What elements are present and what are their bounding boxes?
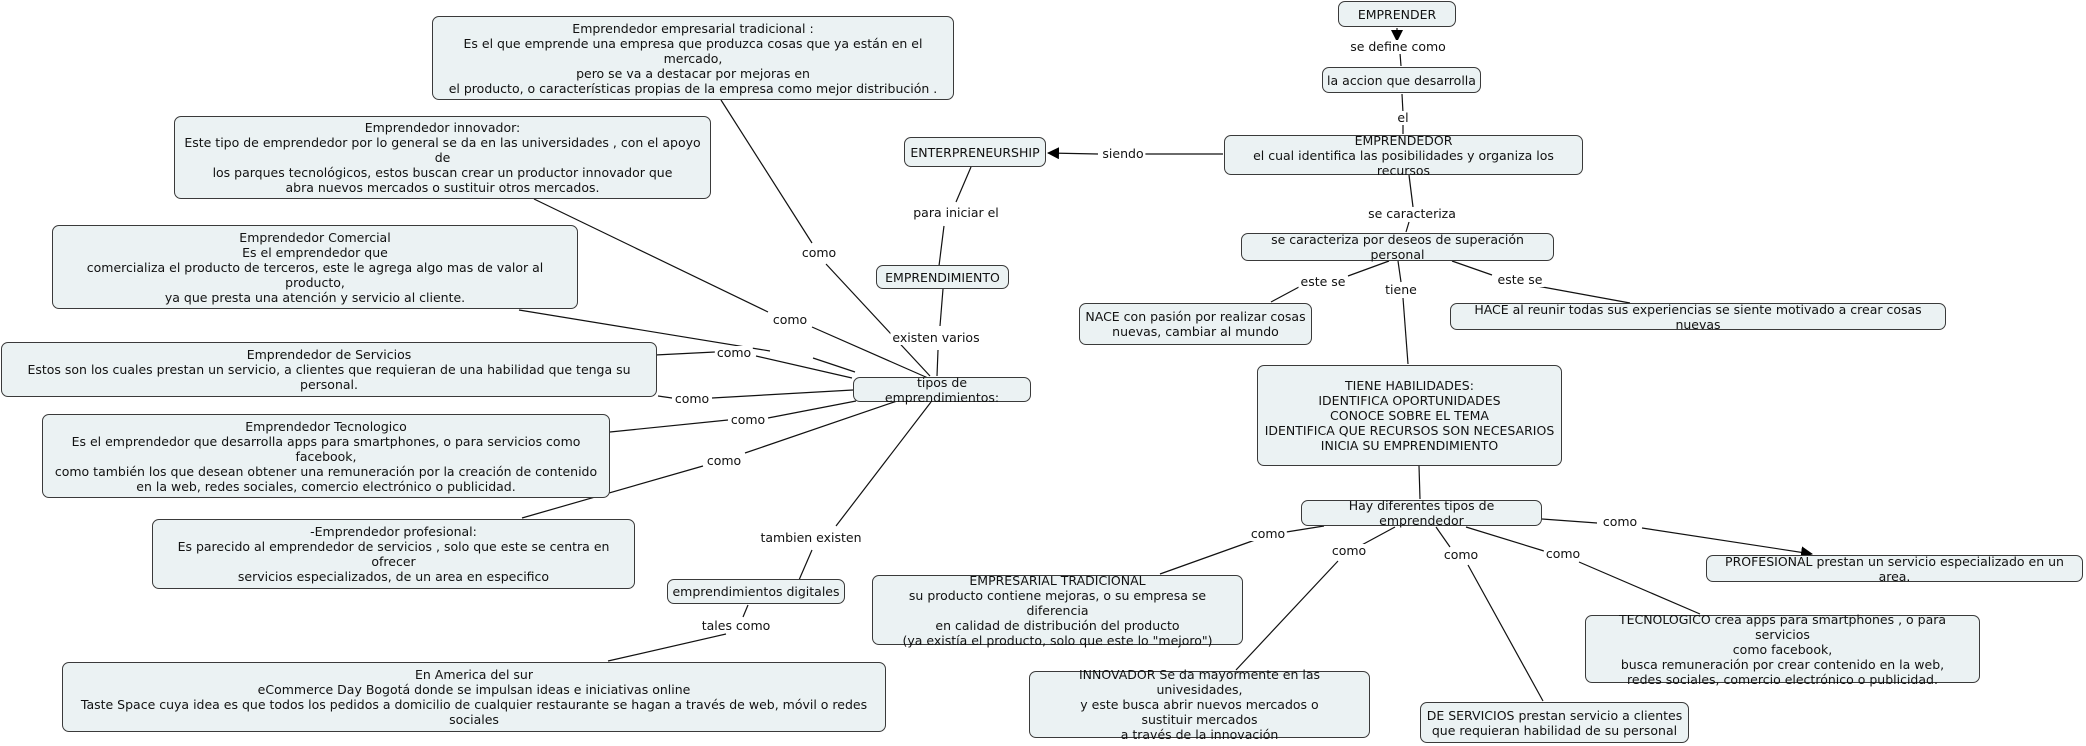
node-innovador[interactable]: INNOVADOR Se da mayormente en las unives… [1029, 667, 1370, 742]
link-label-este-se-nace: este se [1298, 274, 1348, 289]
link-label-tales-como: tales como [699, 618, 773, 633]
link-label-como-5: como [728, 412, 768, 427]
link-label-el: el [1395, 110, 1411, 125]
link-label-como-6: como [704, 453, 744, 468]
link-label-tambien-existen: tambien existen [758, 530, 864, 545]
node-emprendedor-empresarial-tradicional[interactable]: Emprendedor empresarial tradicional : Es… [432, 16, 954, 100]
node-tiene-habilidades[interactable]: TIENE HABILIDADES: IDENTIFICA OPORTUNIDA… [1257, 365, 1562, 466]
node-emprendimientos-digitales[interactable]: emprendimientos digitales [667, 579, 845, 604]
link-label-como-profesional: como [1600, 514, 1640, 529]
node-emprendedor-de-servicios[interactable]: Emprendedor de Servicios Estos son los c… [1, 342, 657, 397]
node-nace[interactable]: NACE con pasión por realizar cosas nueva… [1079, 303, 1312, 345]
link-label-como-3: como [714, 345, 754, 360]
link-label-existen-varios: existen varios [890, 330, 982, 345]
node-entrepreneurship[interactable]: ENTERPRENEURSHIP [904, 137, 1046, 167]
node-de-servicios[interactable]: DE SERVICIOS prestan servicio a clientes… [1420, 702, 1689, 743]
node-tipos-de-emprendimientos[interactable]: tipos de emprendimientos: [853, 375, 1031, 405]
node-emprender[interactable]: EMPRENDER [1338, 1, 1456, 27]
node-hace[interactable]: HACE al reunir todas sus experiencias se… [1450, 302, 1946, 332]
link-label-como-1: como [799, 245, 839, 260]
link-label-como-2: como [770, 312, 810, 327]
node-emprendedor-comercial[interactable]: Emprendedor Comercial Es el emprendedor … [52, 225, 578, 309]
node-tecnologico[interactable]: TECNOLOGICO crea apps para smartphones ,… [1585, 612, 1980, 687]
link-label-este-se-hace: este se [1495, 272, 1545, 287]
node-profesional[interactable]: PROFESIONAL prestan un servicio especial… [1706, 554, 2083, 584]
node-empresarial-tradicional[interactable]: EMPRESARIAL TRADICIONAL su producto cont… [872, 573, 1243, 648]
link-label-como-innovador: como [1329, 543, 1369, 558]
node-america-del-sur[interactable]: En America del sur eCommerce Day Bogotá … [62, 662, 886, 732]
node-emprendedor[interactable]: EMPRENDEDOR el cual identifica las posib… [1224, 133, 1583, 178]
node-tipos-de-emprendedor[interactable]: Hay diferentes tipos de emprendedor [1301, 498, 1542, 528]
link-label-como-4: como [672, 391, 712, 406]
link-label-como-empresarial: como [1248, 526, 1288, 541]
link-label-se-caracteriza: se caracteriza [1366, 206, 1458, 221]
node-emprendedor-profesional[interactable]: -Emprendedor profesional: Es parecido al… [152, 519, 635, 589]
node-emprendedor-tecnologico[interactable]: Emprendedor Tecnologico Es el emprendedo… [42, 414, 610, 498]
link-label-se-define-como: se define como [1348, 39, 1448, 54]
link-label-tiene: tiene [1383, 282, 1419, 297]
node-emprendedor-innovador[interactable]: Emprendedor innovador: Este tipo de empr… [174, 116, 711, 199]
node-la-accion-que-desarrolla[interactable]: la accion que desarrolla [1322, 67, 1481, 93]
link-label-para-iniciar-el: para iniciar el [911, 205, 1001, 220]
link-label-como-tecnologico: como [1543, 546, 1583, 561]
link-label-siendo: siendo [1100, 146, 1146, 161]
node-emprendimiento[interactable]: EMPRENDIMIENTO [876, 265, 1009, 289]
link-label-como-servicios: como [1441, 547, 1481, 562]
node-superacion-personal[interactable]: se caracteriza por deseos de superación … [1241, 232, 1554, 262]
